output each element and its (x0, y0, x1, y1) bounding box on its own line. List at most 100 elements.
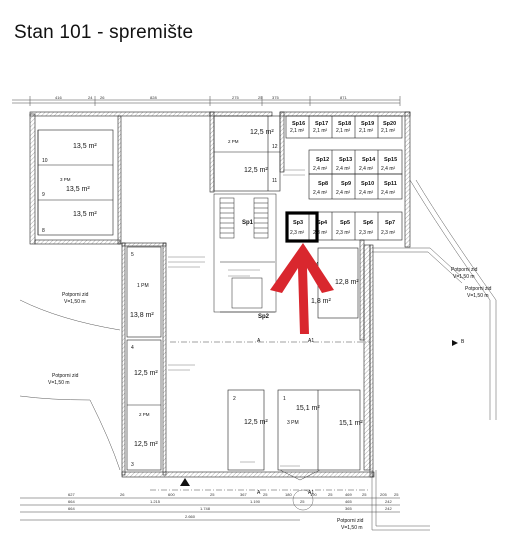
storage-area: 2,3 m² (359, 230, 374, 236)
parking-area: 13,5 m² (73, 143, 97, 150)
dim-label: 25 (394, 492, 399, 497)
parking-label: 2 PM (139, 412, 150, 417)
dim-label: 871 (340, 95, 347, 100)
section-mark: A1 (308, 338, 314, 344)
storage-area: 2,4 m² (381, 166, 396, 172)
dim-label: 2.660 (185, 514, 196, 519)
driveway-markings (150, 341, 370, 511)
section-mark: A (257, 338, 261, 344)
dim-label: 180 (285, 492, 292, 497)
parking-label: 2 PM (228, 139, 239, 144)
dim-label: 25 (362, 492, 367, 497)
dim-label: 26 (120, 492, 125, 497)
storage-id: Sp4 (317, 220, 328, 226)
storage-id: Sp18 (338, 121, 351, 127)
parking-number: 3 (131, 462, 134, 468)
dim-label: 25 (328, 492, 333, 497)
parking-area: 15,1 m² (296, 405, 320, 412)
parking-number: 5 (131, 252, 134, 258)
storage-id: Sp19 (361, 121, 374, 127)
dim-label: 26 (100, 95, 105, 100)
storage-id: Sp7 (385, 220, 395, 226)
parking-area: 12,5 m² (244, 419, 268, 426)
dim-label: 25 (258, 95, 263, 100)
dim-label: 25 (300, 499, 305, 504)
storage-area: 2,1 m² (359, 128, 374, 134)
dim-label: 375 (272, 95, 279, 100)
parking-label: 1 PM (137, 283, 149, 289)
dim-label: 25 (210, 492, 215, 497)
parking-area: 15,1 m² (339, 420, 363, 427)
storage-id: Sp11 (384, 181, 397, 187)
parking-area: 12,5 m² (250, 129, 274, 136)
wall-label: Potporni zid (337, 518, 364, 524)
top-dimension-line (12, 96, 401, 106)
section-arrow-icon (452, 340, 458, 346)
storage-id: Sp5 (340, 220, 350, 226)
dim-label: 664 (68, 506, 75, 511)
storage-id: Sp8 (318, 181, 328, 187)
wall-height: V=1,50 m (453, 274, 475, 280)
storage-area: 2,4 m² (313, 166, 328, 172)
dim-label: 416 (55, 95, 62, 100)
storage-area: 2,4 m² (336, 166, 351, 172)
wall-label: Potporni zid (451, 267, 478, 273)
walls (29, 111, 411, 478)
dim-label: 205 (380, 492, 387, 497)
dim-label: 25 (263, 492, 268, 497)
storage-area: 2,1 m² (336, 128, 351, 134)
dim-label: 190 (310, 492, 317, 497)
wall-label: Potporni zid (465, 286, 492, 292)
dim-label: 24 (88, 95, 93, 100)
parking-number: 12 (272, 144, 278, 150)
storage-id: Sp17 (315, 121, 328, 127)
dim-label: 1.748 (200, 506, 211, 511)
storage-area: 2,1 m² (381, 128, 396, 134)
storage-id: Sp10 (361, 181, 374, 187)
storage-area: 2,1 m² (290, 128, 305, 134)
storage-area: 2,1 m² (313, 128, 328, 134)
parking-number: 9 (42, 192, 45, 198)
dim-label: 465 (345, 499, 352, 504)
storage-area: 2,4 m² (313, 190, 328, 196)
north-arrow-icon (180, 478, 190, 486)
location-arrow (270, 243, 334, 334)
retaining-walls (19, 179, 497, 531)
storage-area: 2,4 m² (336, 190, 351, 196)
parking-left-lower (126, 339, 162, 471)
bottom-dimension-values: 627 26 600 25 367 25 180 190 25 469 25 2… (68, 492, 399, 519)
parking-label: 3 PM (287, 420, 299, 426)
dim-label: 242 (385, 506, 392, 511)
parking-area: 13,8 m² (130, 312, 154, 319)
dim-label: 1.190 (250, 499, 261, 504)
storage-id: Sp20 (383, 121, 396, 127)
wall-height: V=1,50 m (48, 380, 70, 386)
parking-left-upper (37, 129, 114, 236)
dim-label: 1.215 (150, 499, 161, 504)
retaining-wall-labels: Potporni zid V=1,50 m Potporni zid V=1,5… (48, 267, 492, 531)
parking-label: 3 PM (60, 177, 71, 182)
storage-labels: Sp16 2,1 m² Sp17 2,1 m² Sp18 2,1 m² Sp19… (290, 121, 397, 236)
wall-height: V=1,50 m (341, 525, 363, 531)
parking-number: 11 (272, 178, 277, 184)
storage-area: 2,3 m² (313, 230, 328, 236)
dim-label: 367 (240, 492, 247, 497)
parking-area: 13,5 m² (73, 211, 97, 218)
storage-area: 2,4 m² (381, 190, 396, 196)
dim-label: 365 (345, 506, 352, 511)
section-mark: A1 (308, 490, 314, 496)
top-dimension-values: 416 24 26 828 275 25 375 871 (55, 95, 347, 100)
parking-bottom-middle (227, 389, 361, 471)
section-mark: A (257, 490, 261, 496)
parking-area: 12,5 m² (134, 441, 158, 448)
parking-top-middle (213, 115, 281, 192)
parking-area: 12,5 m² (134, 370, 158, 377)
parking-number: 2 (233, 396, 236, 402)
storage-area: 2,3 m² (290, 230, 305, 236)
storage-id: Sp9 (341, 181, 351, 187)
small-notes (168, 169, 305, 467)
wall-height: V=1,50 m (64, 299, 86, 305)
parking-number: 8 (42, 228, 45, 234)
storage-id: Sp13 (339, 157, 352, 163)
storage-label: Sp2 (258, 314, 270, 320)
